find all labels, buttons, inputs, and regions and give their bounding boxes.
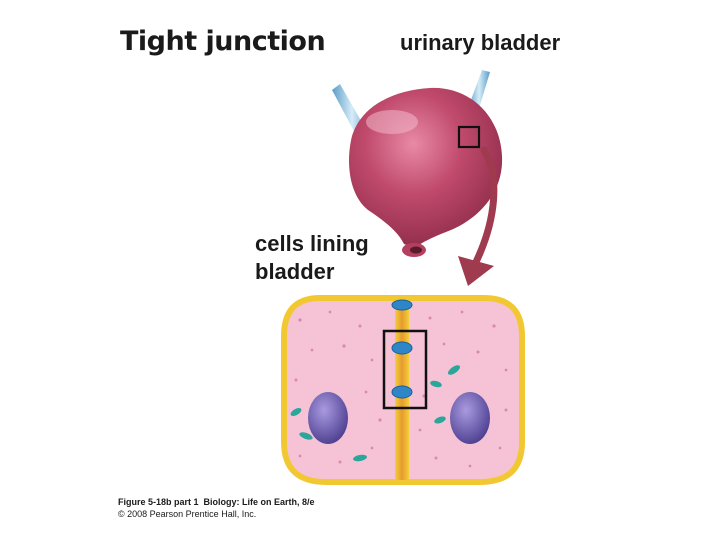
cytoplasm-granules [294, 310, 508, 468]
magnification-arrow [458, 146, 498, 286]
junction-zoom-box [382, 329, 428, 410]
book-title: Biology: Life on Earth, 8/e [203, 497, 315, 507]
cell-right [401, 295, 525, 485]
urinary-bladder [349, 87, 503, 257]
caption-line-2: © 2008 Pearson Prentice Hall, Inc. [118, 509, 257, 519]
tight-junction-proteins [391, 299, 413, 399]
bladder-zoom-box [457, 125, 481, 149]
cells-lining-bladder-label: cells lining bladder [255, 230, 369, 286]
cells-label-line-2: bladder [255, 259, 335, 284]
diagram-title: Tight junction [120, 26, 326, 57]
nucleus-right [450, 392, 490, 444]
cells-label-line-1: cells lining [255, 231, 369, 256]
caption-line-1: Figure 5-18b part 1 Biology: Life on Ear… [118, 496, 315, 508]
organelles [290, 365, 461, 462]
figure-number: Figure 5-18b part 1 [118, 497, 199, 507]
cell-left [281, 295, 403, 485]
figure-caption: Figure 5-18b part 1 Biology: Life on Ear… [118, 496, 315, 520]
nucleus-left [308, 392, 348, 444]
urinary-bladder-label: urinary bladder [400, 30, 561, 55]
